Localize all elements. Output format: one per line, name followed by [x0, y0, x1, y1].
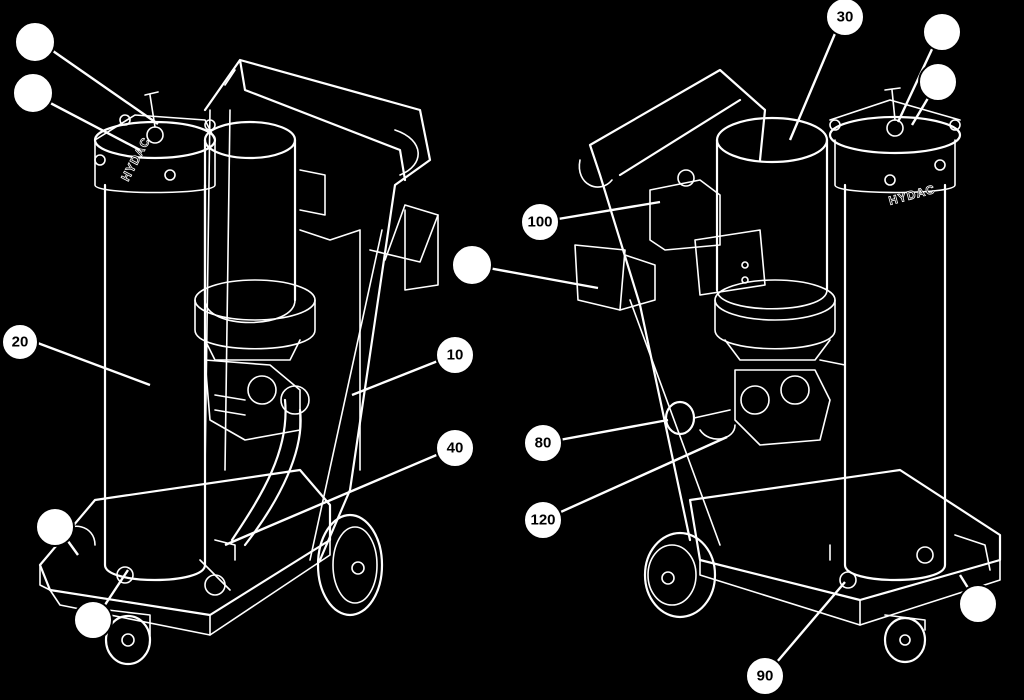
left-hose: [230, 398, 302, 547]
svg-text:90: 90: [757, 668, 774, 685]
svg-text:10: 10: [447, 347, 464, 364]
callout-bottom-right: [958, 584, 998, 624]
svg-text:120: 120: [530, 512, 555, 529]
left-handle-frame: [203, 58, 432, 562]
callout-40: 40: [435, 428, 475, 468]
right-pressure-gauge: [664, 400, 736, 440]
callout-top-1-right: [922, 12, 962, 52]
leader-80: [542, 418, 669, 445]
leader-handle: [471, 263, 599, 290]
callout-100: 100: [520, 202, 560, 242]
svg-text:80: 80: [535, 435, 552, 452]
right-wheel-large: [643, 531, 717, 619]
callout-top-2-left: [12, 72, 54, 114]
callout-top-2-right: [918, 62, 958, 102]
right-caster-front: [883, 614, 927, 664]
leader-20: [34, 340, 151, 387]
right-filter-housing: [828, 87, 962, 582]
callout-10: 10: [435, 335, 475, 375]
leader-top-1-left: [39, 41, 159, 125]
leader-lines: [34, 16, 980, 677]
leader-90: [764, 581, 846, 677]
leader-top-2-left: [34, 93, 141, 152]
callout-handle: [451, 244, 493, 286]
callout-120: 120: [523, 500, 563, 540]
right-unit-drawing: HYDAC: [574, 68, 1002, 664]
left-base-plate: [38, 468, 332, 617]
callout-20: 20: [1, 323, 39, 361]
leader-40: [224, 446, 454, 547]
callout-top-1-left: [14, 21, 56, 63]
svg-text:100: 100: [527, 214, 552, 231]
right-handle-plate: [574, 244, 626, 311]
callout-30: 30: [825, 0, 865, 37]
callout-90: 90: [745, 656, 785, 696]
leader-120: [542, 435, 728, 522]
left-unit-drawing: HYDAC: [38, 58, 439, 666]
svg-text:20: 20: [12, 334, 29, 351]
svg-text:40: 40: [447, 440, 464, 457]
right-brand-label: HYDAC: [887, 182, 937, 208]
left-handle-plate: [369, 204, 439, 263]
left-wheel-large: [316, 513, 384, 617]
left-caster-front: [104, 609, 152, 666]
left-pump: [204, 359, 310, 441]
right-terminal-box: [649, 179, 721, 251]
svg-text:30: 30: [837, 9, 854, 26]
leader-100: [539, 200, 661, 224]
callout-bottom-2-left: [73, 600, 113, 640]
left-filter-housing: [93, 91, 217, 582]
right-pump: [734, 359, 846, 446]
right-motor: [714, 116, 836, 361]
callout-80: 80: [523, 423, 563, 463]
leader-30: [788, 16, 844, 141]
callout-bottom-1-left: [35, 507, 75, 547]
